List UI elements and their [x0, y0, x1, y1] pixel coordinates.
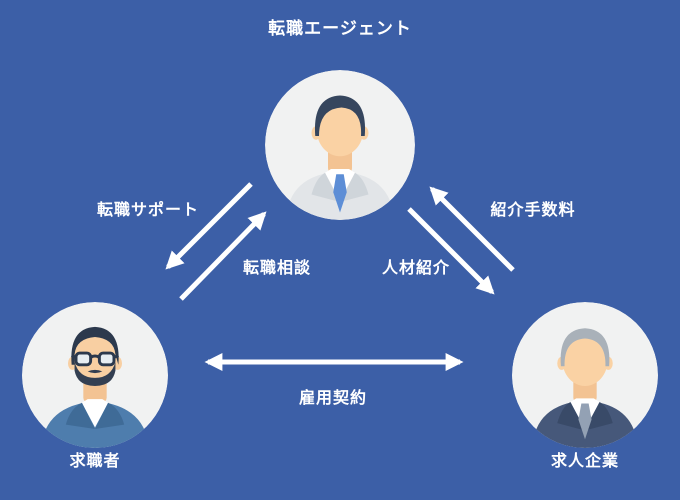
collar-left — [65, 402, 95, 430]
lapel-right — [585, 402, 613, 431]
support-arrow-label: 転職サポート — [96, 202, 200, 219]
seeker-node — [22, 302, 168, 448]
talent-arrow-label: 人材紹介 — [381, 260, 451, 277]
fee-arrow — [429, 186, 515, 272]
contract-arrow-label: 雇用契約 — [298, 390, 368, 407]
support-arrow — [165, 182, 253, 270]
face — [562, 334, 608, 386]
agent-node-label: 転職エージェント — [268, 19, 412, 38]
fee-arrow-label: 紹介手数料 — [490, 202, 576, 219]
business-man-avatar — [265, 70, 415, 220]
glasses — [70, 351, 120, 367]
lapel-left — [311, 172, 340, 202]
consult-arrow-label: 転職相談 — [242, 260, 312, 277]
face — [73, 335, 117, 386]
talent-arrow — [407, 207, 495, 295]
tie — [578, 403, 592, 440]
senior-business-man-avatar — [512, 302, 658, 448]
agent-node — [265, 70, 415, 220]
company-node — [512, 302, 658, 448]
seeker-node-label: 求職者 — [69, 453, 121, 470]
gray-hair — [560, 328, 610, 367]
mustache — [87, 369, 103, 374]
hair — [71, 326, 119, 365]
lapel-left — [557, 402, 585, 431]
face — [316, 103, 364, 157]
tee-shirt — [81, 399, 109, 428]
consult-arrow — [179, 211, 267, 301]
tie — [333, 174, 347, 213]
collar-right — [95, 402, 125, 430]
lapel-right — [340, 172, 369, 202]
casual-man-glasses-beard-avatar — [22, 302, 168, 448]
hair — [314, 95, 366, 136]
beard — [74, 361, 116, 386]
company-node-label: 求人企業 — [550, 453, 620, 470]
